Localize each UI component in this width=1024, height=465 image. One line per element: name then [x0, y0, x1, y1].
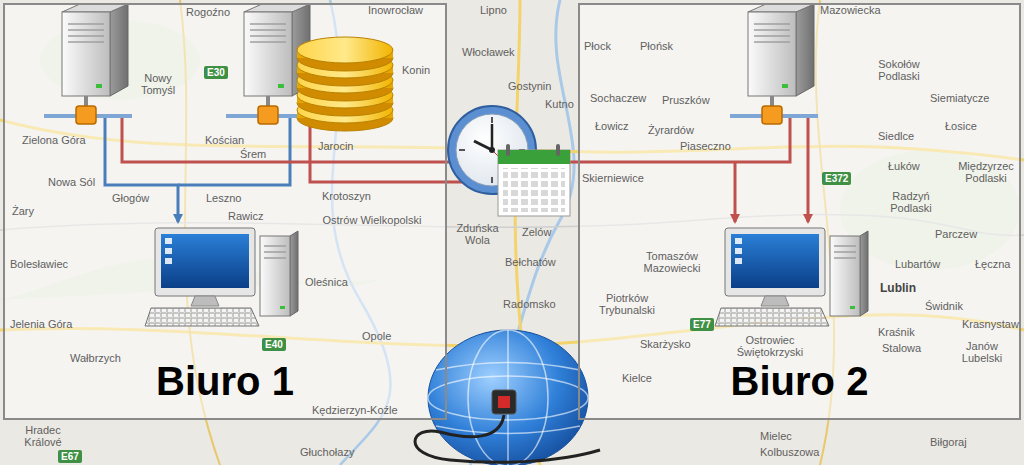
map-label: Zielona Góra: [22, 134, 86, 146]
map-label: Hradec Králové: [8, 424, 78, 448]
map-label: Piotrków Trybunalski: [585, 292, 669, 316]
map-label: Leszno: [206, 192, 241, 204]
map-label: Głogów: [112, 192, 149, 204]
map-label: Łuków: [888, 160, 920, 172]
map-label: Bolesławiec: [10, 258, 68, 270]
map-label: Radzyń Podlaski: [880, 190, 942, 214]
map-label: Kutno: [545, 98, 574, 110]
road-sign: E67: [58, 450, 82, 463]
map-label: Biłgoraj: [930, 436, 967, 448]
map-label: Parczew: [935, 228, 977, 240]
map-label: Piaseczno: [680, 140, 731, 152]
map-label: Jelenia Góra: [10, 318, 72, 330]
map-label: Mazowiecka: [820, 4, 881, 16]
map-label: Konin: [402, 64, 430, 76]
map-label: Nowy Tomyśl: [136, 72, 180, 96]
map-label: Międzyrzec Podlaski: [955, 160, 1017, 184]
map-label: Krotoszyn: [322, 190, 371, 202]
map-label: Bełchatów: [505, 256, 556, 268]
office-label: Biuro 1: [5, 361, 445, 401]
map-label: Kędzierzyn-Koźle: [312, 404, 398, 416]
map-label: Inowrocław: [368, 4, 423, 16]
map-label: Włocławek: [462, 46, 515, 58]
map-label: Zduńska Wola: [450, 222, 505, 246]
road-sign: E30: [204, 66, 228, 79]
map-label: Tomaszów Mazowiecki: [630, 250, 714, 274]
map-label: Skarżysko: [640, 338, 691, 350]
map-label: Siemiatycze: [930, 92, 989, 104]
map-label: Łęczna: [975, 258, 1010, 270]
map-label: Łowicz: [595, 120, 629, 132]
map-label: Kielce: [622, 372, 652, 384]
map-label: Głuchołazy: [300, 446, 354, 458]
map-label: Opole: [362, 330, 391, 342]
map-label: Jarocin: [318, 140, 353, 152]
map-label: Rawicz: [228, 210, 263, 222]
map-label: Janów Lubelski: [950, 340, 1014, 364]
map-label: Sokołów Podlaski: [868, 58, 930, 82]
map-label: Łosice: [945, 120, 977, 132]
road-sign: E77: [690, 318, 714, 331]
map-label: Kolbuszowa: [760, 446, 819, 458]
map-label: Lipno: [480, 4, 507, 16]
map-label: Lublin: [880, 282, 916, 294]
map-label: Ostrowiec Świętokrzyski: [720, 334, 820, 358]
map-label: Płock: [584, 40, 611, 52]
map-label: Śrem: [240, 148, 266, 160]
map-label: Świdnik: [925, 300, 963, 312]
map-label: Mielec: [760, 430, 792, 442]
map-label: Żary: [12, 205, 34, 217]
map-label: Nowa Sól: [48, 176, 95, 188]
road-sign: E40: [262, 338, 286, 351]
road-sign: E372: [822, 172, 851, 185]
map-label: Pruszków: [662, 94, 710, 106]
map-label: Kościan: [205, 134, 244, 146]
map-label: Żyrardów: [648, 124, 694, 136]
map-label: Siedlce: [878, 130, 914, 142]
map-label: Zelów: [522, 226, 551, 238]
map-label: Ostrów Wielkopolski: [322, 214, 422, 226]
map-label: Sochaczew: [590, 92, 646, 104]
map-label: Rogoźno: [186, 6, 230, 18]
map-label: Skierniewice: [582, 172, 644, 184]
map-label: Gostynin: [508, 80, 551, 92]
map-label: Lubartów: [895, 258, 940, 270]
map-label: Stalowa: [882, 342, 921, 354]
map-label: Wałbrzych: [70, 352, 121, 364]
map-label: Krasnystaw: [962, 318, 1019, 330]
map-label: Płońsk: [640, 40, 673, 52]
map-label: Oleśnica: [305, 276, 348, 288]
map-label: Kraśnik: [878, 326, 915, 338]
map-label: Radomsko: [503, 298, 556, 310]
